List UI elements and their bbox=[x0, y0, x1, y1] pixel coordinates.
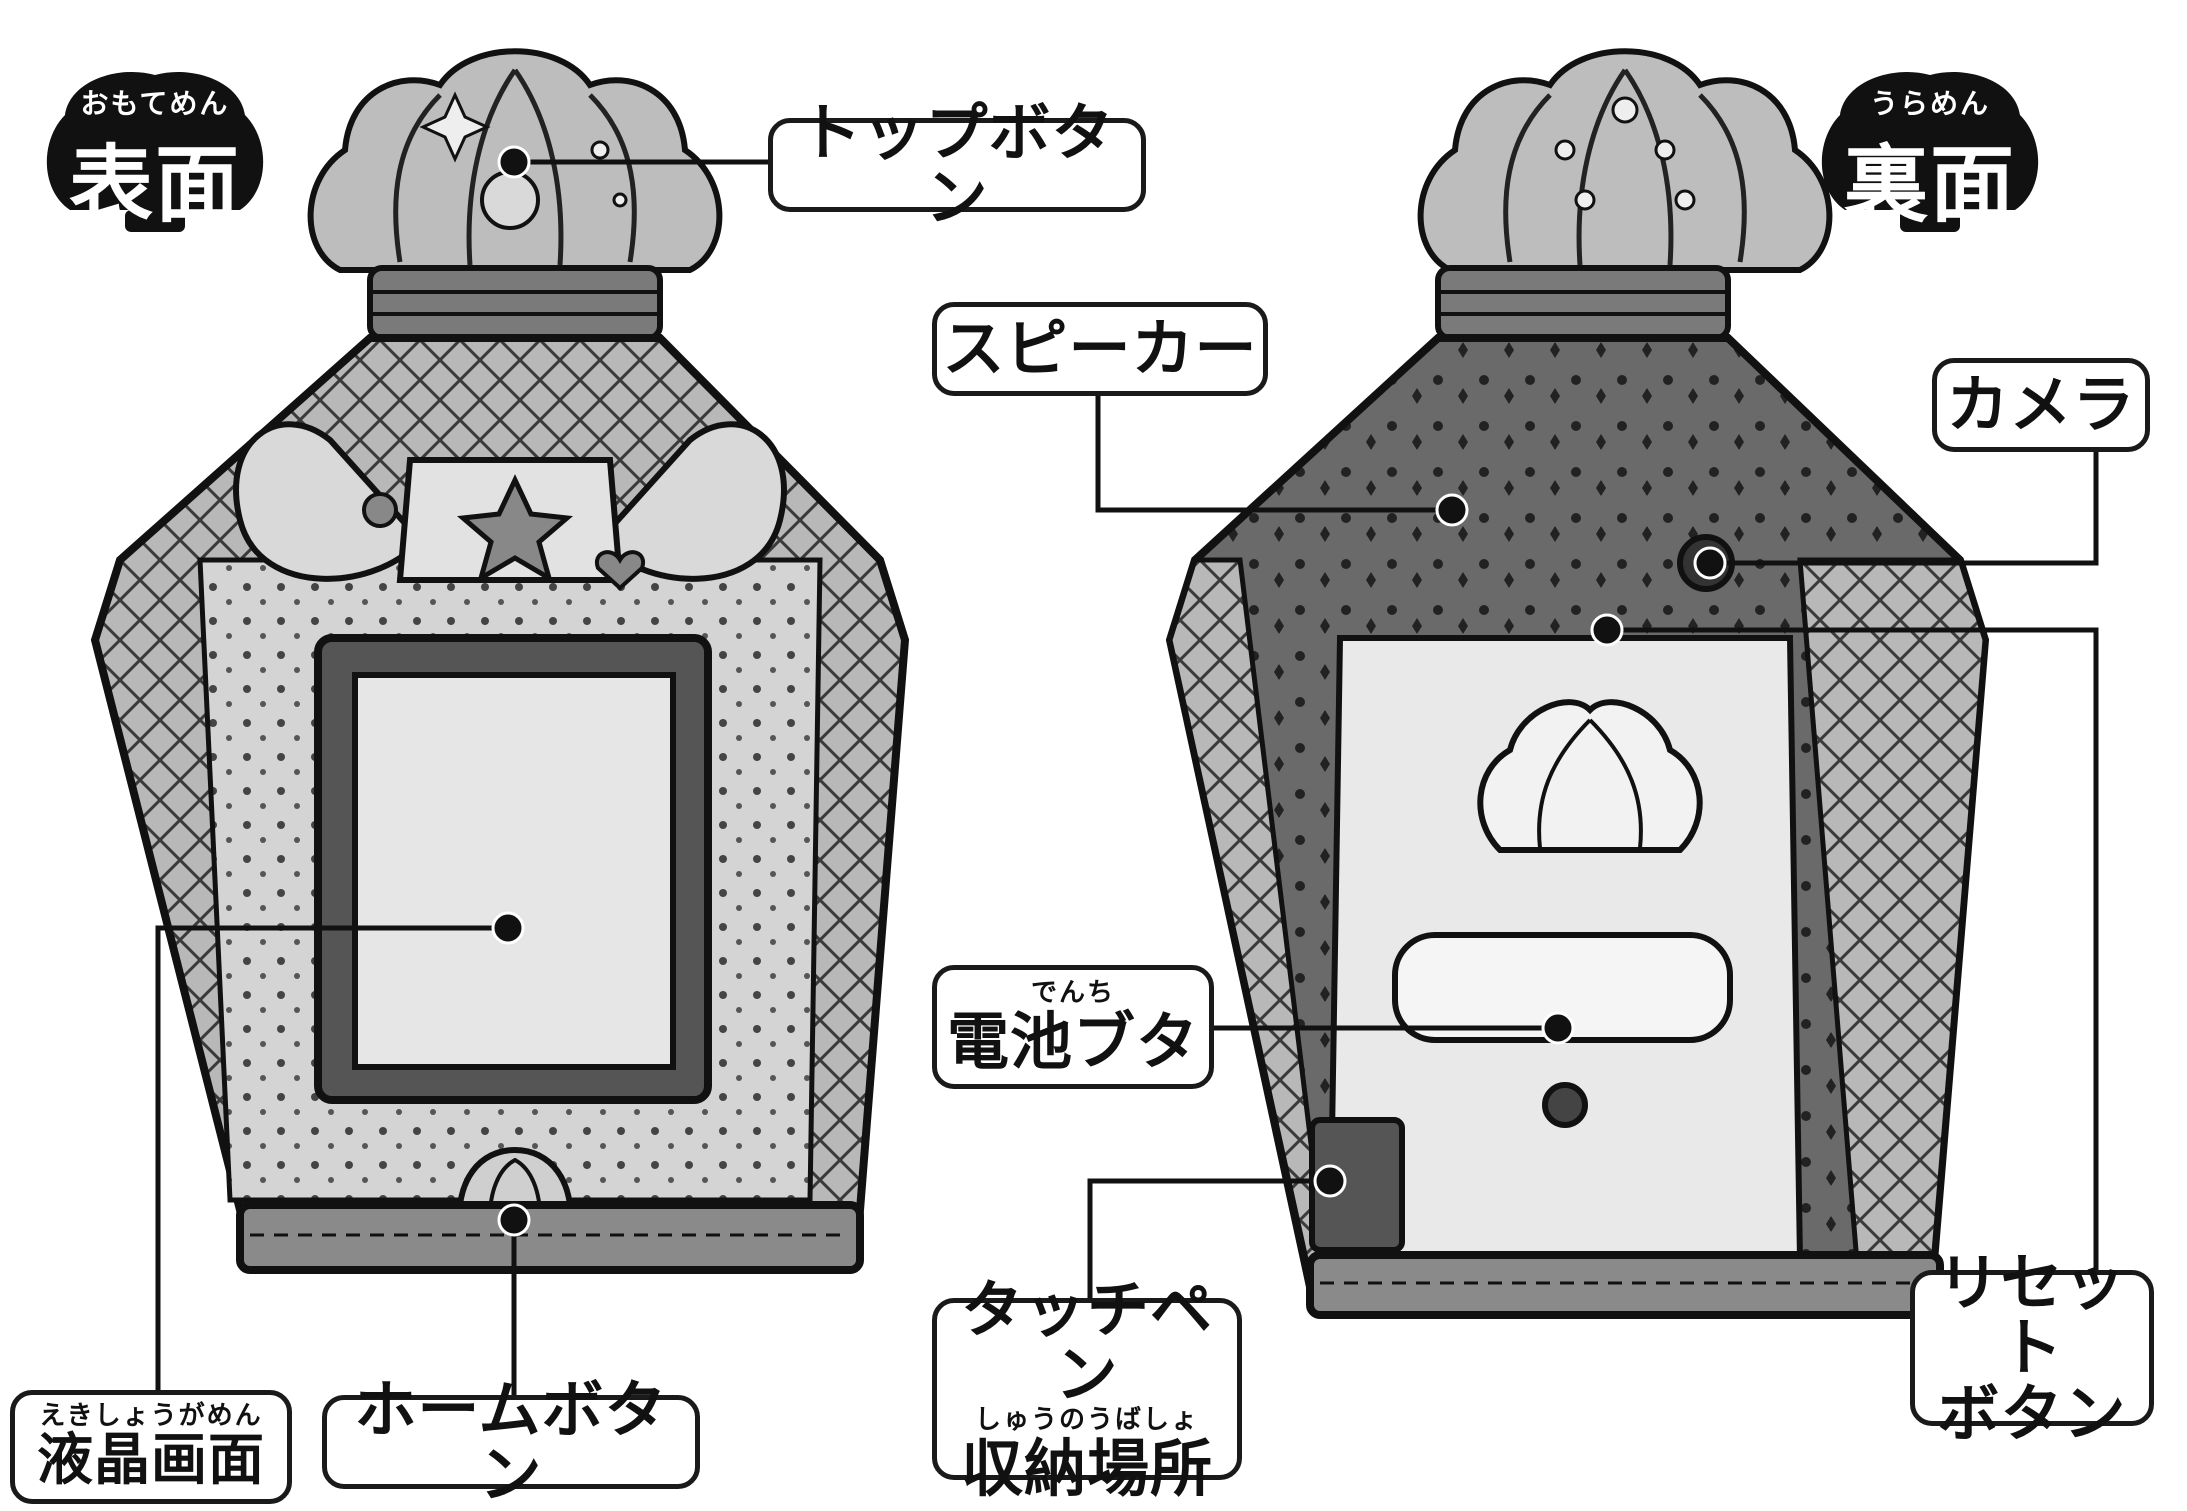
back-shell-motif bbox=[1477, 699, 1703, 853]
front-badge-ruby: おもてめん bbox=[80, 87, 230, 120]
leader-dots bbox=[491, 145, 1727, 1237]
lcd-screen bbox=[352, 672, 676, 1070]
front-bow bbox=[233, 421, 787, 591]
label-lcd-screen-ruby: えきしょうがめん bbox=[39, 1400, 263, 1431]
label-lcd-screen-text: 液晶画面 bbox=[37, 1428, 265, 1494]
label-home-button-text: ホームボタン bbox=[354, 1372, 668, 1511]
leader-speaker bbox=[1095, 370, 1452, 513]
front-neck bbox=[367, 265, 663, 341]
back-badge-text: 裏面 bbox=[1843, 136, 2016, 234]
shell-badge-icon bbox=[1821, 71, 2039, 232]
back-device bbox=[1165, 48, 1990, 1319]
pen-slot bbox=[1309, 1117, 1405, 1253]
leader-camera bbox=[1710, 440, 2099, 566]
label-home-button: ホームボタン bbox=[322, 1377, 700, 1507]
label-speaker-text: スピーカー bbox=[942, 312, 1258, 386]
label-reset-button: リセット ボタン bbox=[1910, 1250, 2154, 1446]
back-neck bbox=[1435, 265, 1731, 341]
label-battery-cover-ruby: でんち bbox=[1030, 977, 1115, 1008]
leader-touch-pen bbox=[1087, 1178, 1330, 1300]
label-touch-pen-line1: タッチペン bbox=[960, 1272, 1213, 1411]
label-camera: カメラ bbox=[1932, 358, 2150, 452]
front-badge: おもてめん 表面 bbox=[40, 60, 270, 250]
label-camera-text: カメラ bbox=[1946, 368, 2136, 442]
front-device bbox=[90, 48, 910, 1274]
label-lcd-screen: えきしょうがめん 液晶画面 bbox=[10, 1390, 292, 1504]
label-battery-cover: でんち 電池ブタ bbox=[932, 965, 1214, 1089]
back-shell-cap bbox=[1417, 48, 1833, 273]
label-touch-pen-storage: タッチペン しゅうのうばしょ 収納場所 bbox=[932, 1277, 1242, 1501]
battery-screw bbox=[1542, 1082, 1588, 1128]
back-base bbox=[1306, 1251, 1944, 1319]
label-reset-line1: リセット bbox=[1937, 1246, 2127, 1385]
front-badge-text: 表面 bbox=[68, 136, 241, 234]
label-top-button-text: トップボタン bbox=[799, 95, 1115, 234]
front-base bbox=[236, 1201, 864, 1274]
label-reset-line2: ボタン bbox=[1937, 1376, 2127, 1450]
shell-badge-icon bbox=[46, 71, 264, 232]
leader-lines bbox=[155, 159, 2099, 1400]
label-battery-cover-text: 電池ブタ bbox=[946, 1005, 1199, 1079]
label-top-button: トップボタン bbox=[768, 100, 1146, 230]
leader-reset bbox=[1607, 627, 2099, 1270]
back-badge-ruby: うらめん bbox=[1869, 87, 1990, 120]
leader-lcd-screen bbox=[155, 925, 508, 1400]
label-touch-pen-line2: 収納場所 bbox=[960, 1432, 1213, 1506]
back-badge: うらめん 裏面 bbox=[1815, 60, 2045, 250]
label-touch-pen-ruby: しゅうのうばしょ bbox=[974, 1404, 1199, 1435]
label-speaker: スピーカー bbox=[932, 302, 1268, 396]
